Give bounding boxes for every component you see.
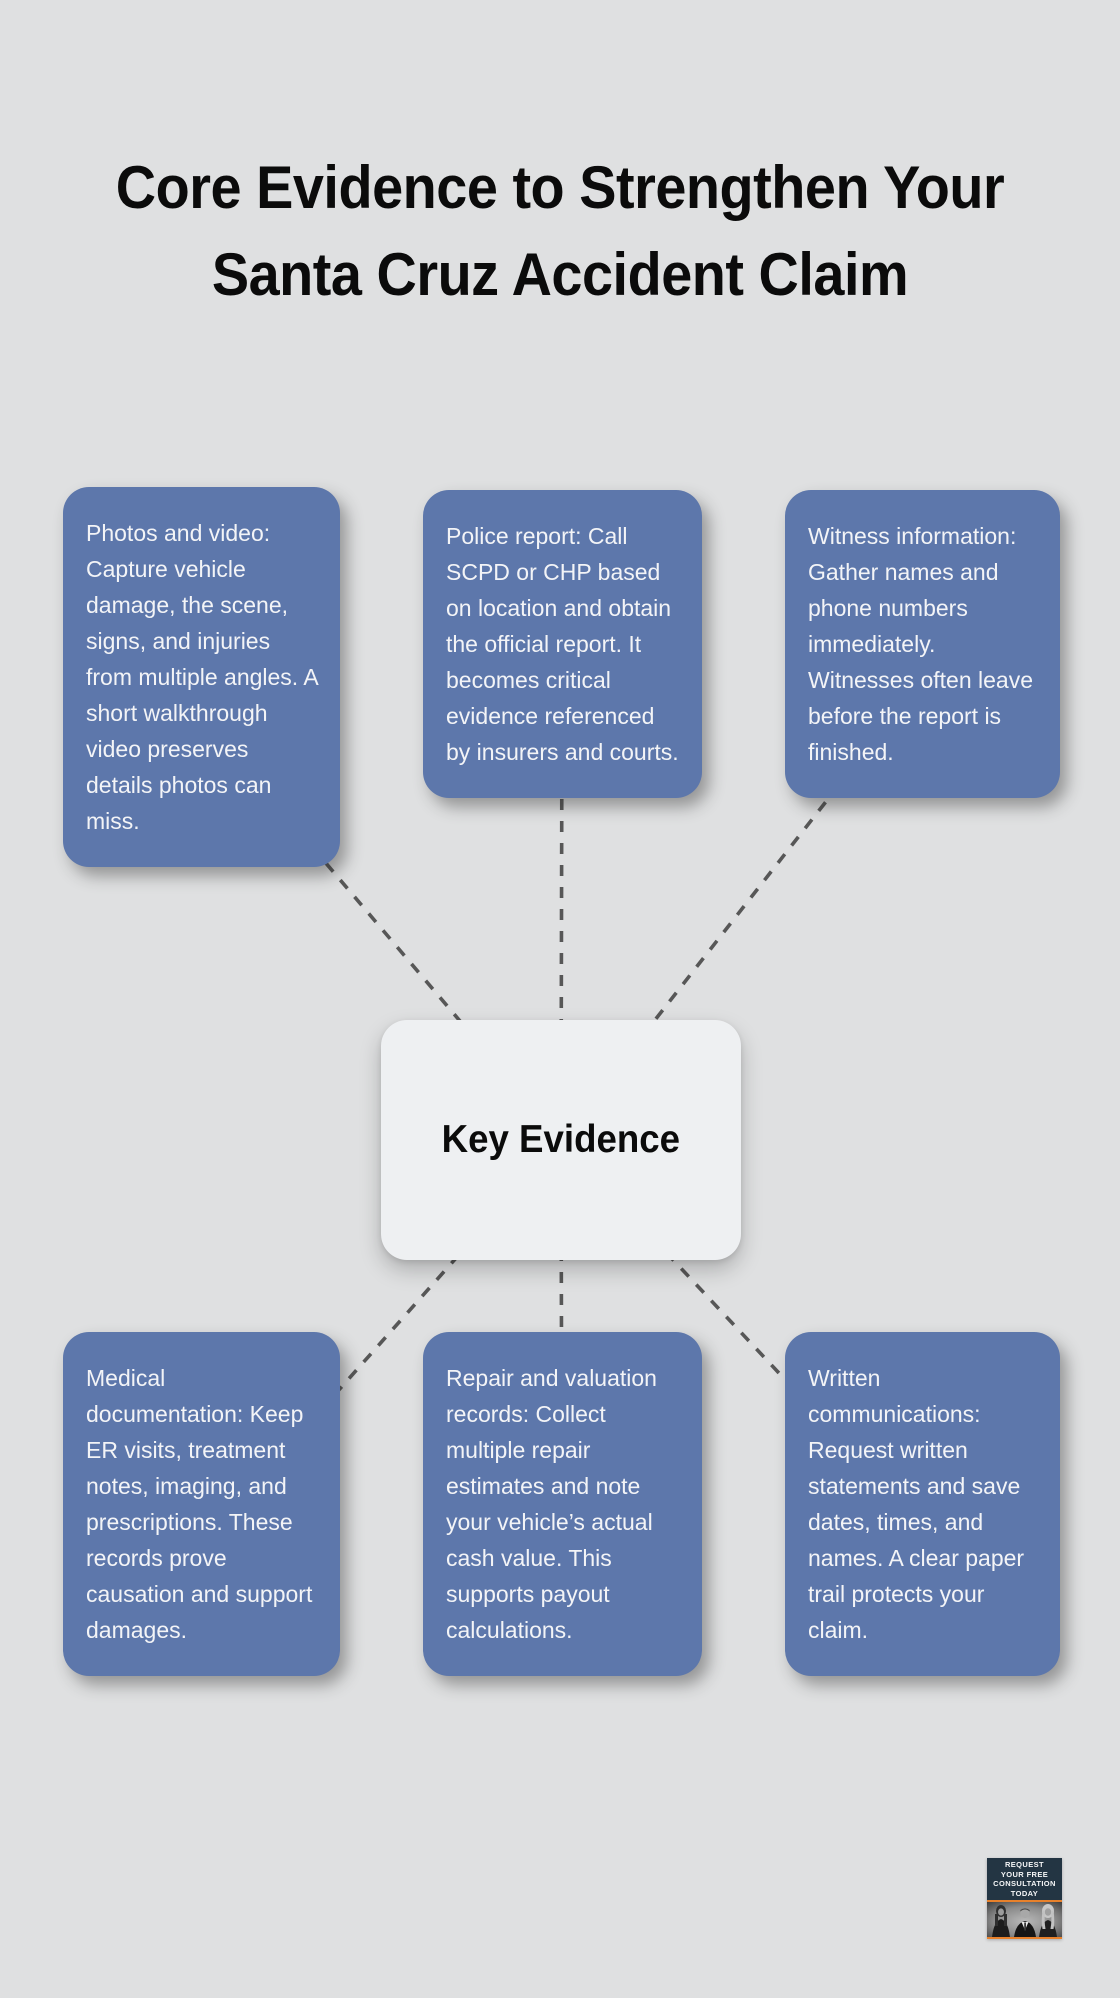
node-witness-information: Witness information: Gather names and ph… [785, 490, 1060, 798]
node-repair-valuation-records: Repair and valuation records: Collect mu… [423, 1332, 702, 1676]
node-witness-information-text: Witness information: Gather names and ph… [808, 523, 1034, 765]
cta-line-1: REQUEST [1004, 1860, 1045, 1869]
node-photos-video: Photos and video: Capture vehicle damage… [63, 487, 340, 867]
node-written-communications: Written communications: Request written … [785, 1332, 1060, 1676]
node-photos-video-text: Photos and video: Capture vehicle damage… [86, 520, 318, 834]
consultation-cta-text: REQUEST YOUR FREE CONSULTATION TODAY [987, 1858, 1062, 1900]
node-repair-valuation-records-text: Repair and valuation records: Collect mu… [446, 1365, 657, 1643]
cta-line-4: TODAY [1010, 1888, 1039, 1898]
node-medical-documentation-text: Medical documentation: Keep ER visits, t… [86, 1365, 313, 1643]
node-police-report: Police report: Call SCPD or CHP based on… [423, 490, 702, 798]
node-medical-documentation: Medical documentation: Keep ER visits, t… [63, 1332, 340, 1676]
page-title: Core Evidence to Strengthen Your Santa C… [115, 154, 1005, 309]
cta-line-3: CONSULTATION [993, 1879, 1056, 1888]
attorneys-photo [987, 1902, 1062, 1937]
node-written-communications-text: Written communications: Request written … [808, 1365, 1025, 1643]
badge-orange-divider [987, 1900, 1062, 1902]
node-police-report-text: Police report: Call SCPD or CHP based on… [446, 523, 679, 765]
cta-line-2: YOUR FREE [1000, 1869, 1049, 1879]
center-node-label: Key Evidence [441, 1118, 681, 1161]
center-node-key-evidence: Key Evidence [381, 1020, 741, 1260]
consultation-cta-badge[interactable]: REQUEST YOUR FREE CONSULTATION TODAY [987, 1858, 1062, 1939]
badge-orange-bottom-line [987, 1937, 1062, 1939]
